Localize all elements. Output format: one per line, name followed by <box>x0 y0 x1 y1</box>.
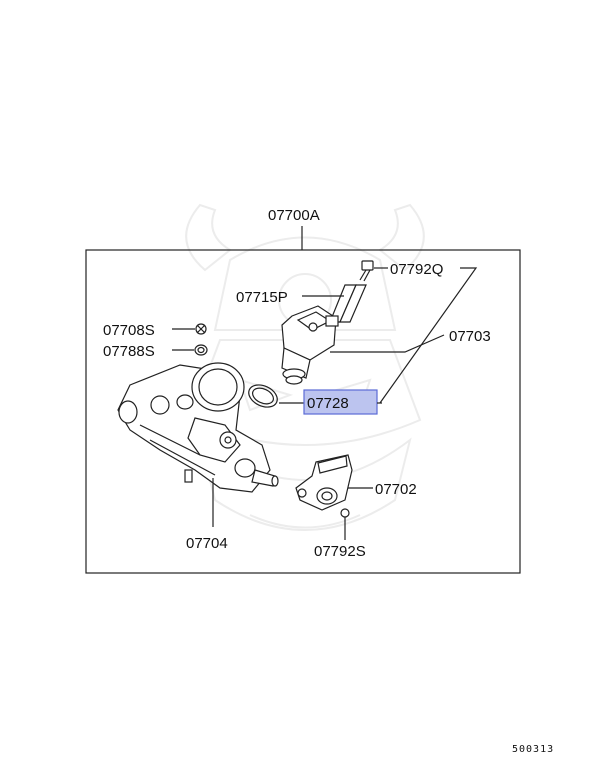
label-07792Q[interactable]: 07792Q <box>390 261 443 278</box>
throttle-sensor-icon <box>295 454 353 511</box>
leader-bracket-right <box>379 267 478 404</box>
screw-small-icon <box>195 323 207 335</box>
o-ring-icon <box>248 384 278 408</box>
throttle-body-icon <box>117 362 279 493</box>
label-07728[interactable]: 07728 <box>307 395 349 412</box>
assembly-frame <box>85 249 521 574</box>
label-07788S[interactable]: 07788S <box>103 343 155 360</box>
screw-top-icon <box>359 260 374 282</box>
gasket-strip-icon <box>329 284 367 323</box>
idle-valve-icon <box>281 305 339 385</box>
label-07715P[interactable]: 07715P <box>236 289 288 306</box>
screw-sensor-icon <box>340 508 350 528</box>
label-07703[interactable]: 07703 <box>449 328 491 345</box>
reference-code: 500313 <box>512 744 554 755</box>
leader-07703 <box>330 334 445 353</box>
label-07700A[interactable]: 07700A <box>268 207 320 224</box>
label-07704[interactable]: 07704 <box>186 535 228 552</box>
label-07792S[interactable]: 07792S <box>314 543 366 560</box>
highlight-07728 <box>303 389 378 415</box>
label-07708S[interactable]: 07708S <box>103 322 155 339</box>
label-07702[interactable]: 07702 <box>375 481 417 498</box>
o-ring-small-icon <box>194 344 208 356</box>
